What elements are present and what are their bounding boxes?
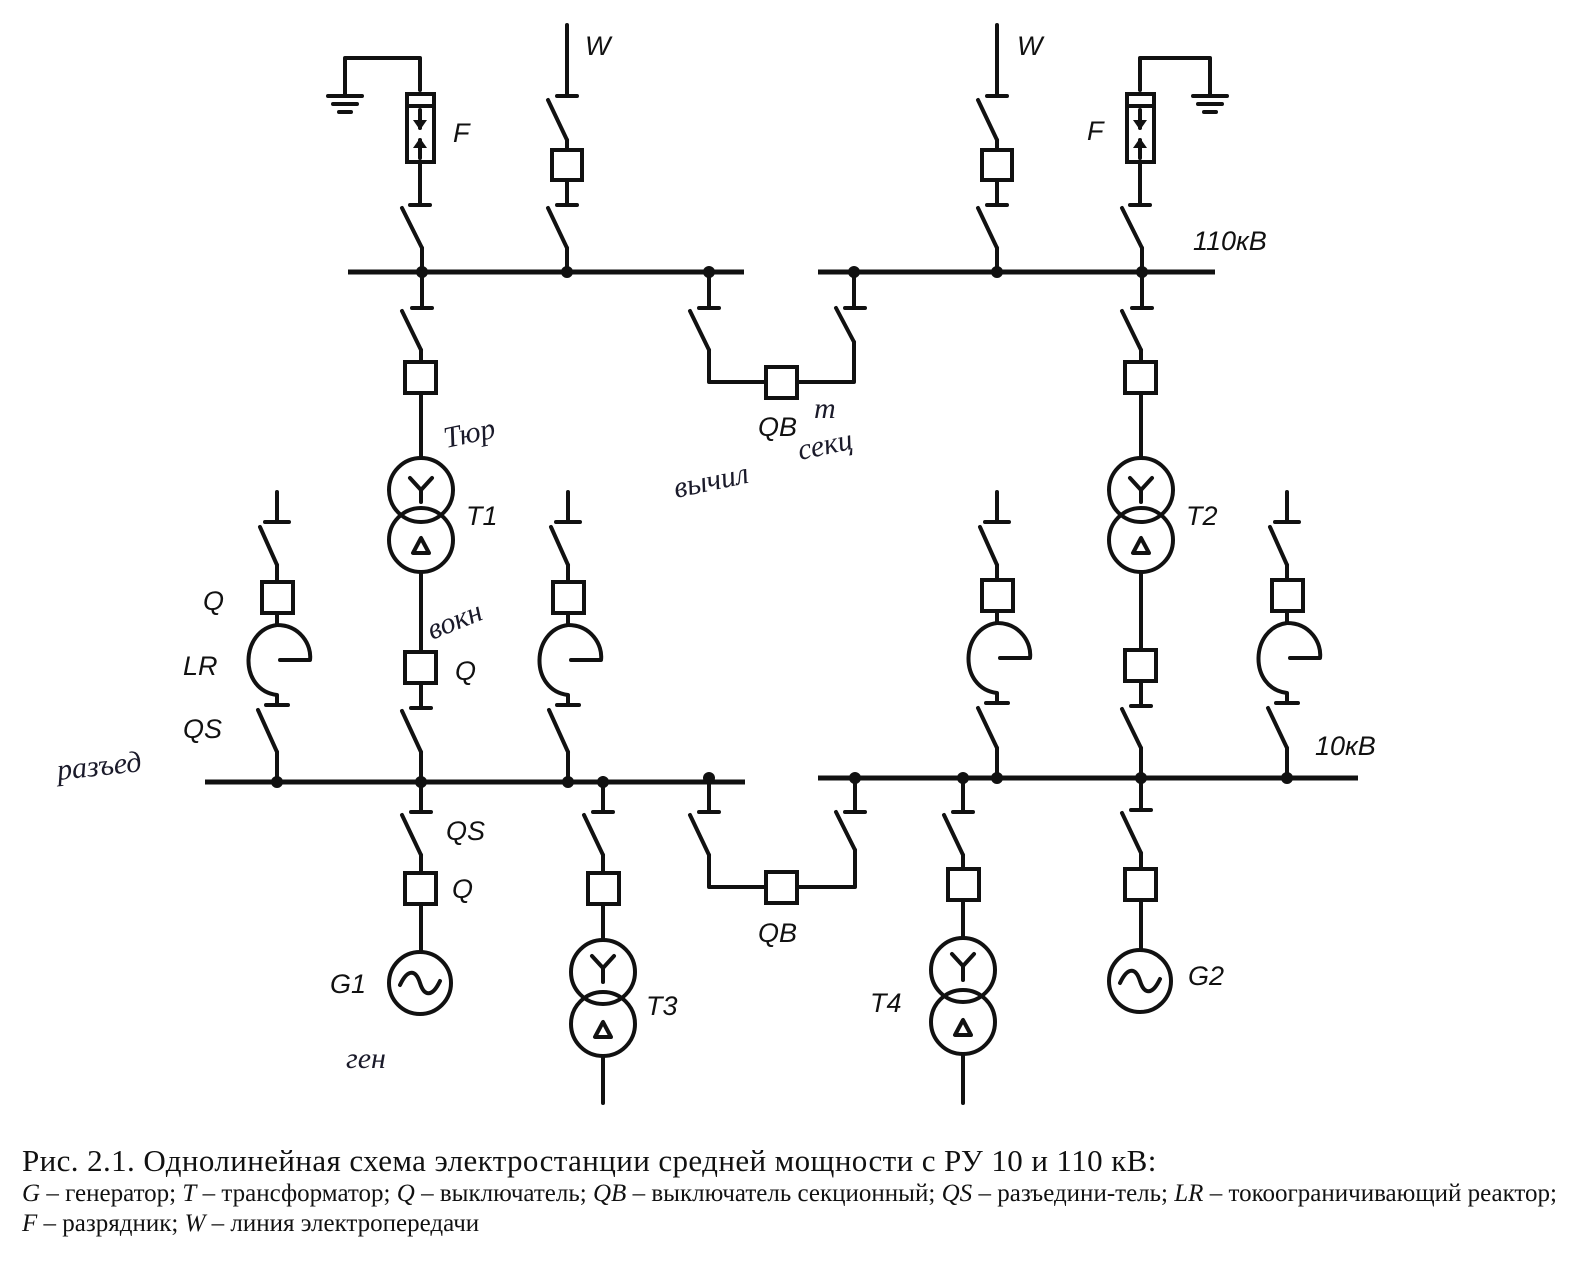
generator-g1-branch bbox=[387, 780, 453, 1016]
line-w-right bbox=[976, 23, 1014, 278]
reactor-feeder-1 bbox=[246, 490, 313, 788]
handwritten-t1-low-note: вокн bbox=[422, 595, 487, 647]
label-lr-feeder-1: LR bbox=[183, 651, 218, 681]
label-qs-feeder-1: QS bbox=[183, 714, 222, 744]
label-qb-10: QB bbox=[758, 918, 797, 948]
label-t1: T1 bbox=[466, 501, 498, 531]
section-breaker-qb-110 bbox=[688, 266, 867, 400]
legend-q-text: – выключатель; bbox=[414, 1180, 593, 1207]
legend-q-symbol: Q bbox=[396, 1180, 415, 1207]
legend-t-text: – трансформатор; bbox=[196, 1180, 397, 1207]
legend-f-text: – разрядник; bbox=[37, 1210, 185, 1237]
handwritten-qb-note-2: секц bbox=[795, 423, 856, 467]
reactor-feeder-2 bbox=[537, 490, 604, 788]
figure-caption: Рис. 2.1. Однолинейная схема электростан… bbox=[22, 1143, 1557, 1239]
label-bus-110kv: 110кВ bbox=[1193, 226, 1267, 256]
legend-qb-text: – выключатель секционный; bbox=[626, 1180, 942, 1207]
label-bus-10kv: 10кВ bbox=[1315, 731, 1376, 761]
handwritten-g1-note: ген bbox=[346, 1042, 386, 1075]
generator-g2-branch bbox=[1107, 776, 1173, 1014]
legend-t-symbol: T bbox=[182, 1180, 197, 1207]
arrester-right bbox=[1120, 56, 1229, 278]
label-w-left: W bbox=[585, 31, 613, 61]
label-q-t1: Q bbox=[455, 656, 476, 686]
transformer-t2-branch bbox=[1107, 270, 1175, 784]
label-t2: T2 bbox=[1186, 501, 1218, 531]
legend-w-text: – линия электропередачи bbox=[205, 1210, 480, 1237]
arrester-left bbox=[326, 56, 436, 278]
handwritten-qs-note: разъед bbox=[53, 745, 143, 787]
label-q-feeder-1: Q bbox=[203, 586, 224, 616]
legend-g-symbol: G bbox=[22, 1180, 41, 1207]
label-g1: G1 bbox=[330, 969, 366, 999]
handwritten-t1-note: Тюр bbox=[441, 412, 498, 455]
label-qb-110: QB bbox=[758, 412, 797, 442]
reactor-feeder-4 bbox=[1256, 490, 1323, 784]
legend-w-symbol: W bbox=[184, 1210, 206, 1237]
legend-qb-symbol: QB bbox=[592, 1180, 627, 1207]
legend-qs-text: – разъедини-тель; bbox=[972, 1180, 1175, 1207]
section-breaker-qb-10 bbox=[688, 772, 867, 905]
transformer-t4-branch bbox=[929, 772, 997, 1105]
label-g2: G2 bbox=[1188, 961, 1224, 991]
transformer-t3-branch bbox=[569, 776, 637, 1105]
label-q-g1: Q bbox=[452, 874, 473, 904]
line-w-left bbox=[546, 23, 584, 278]
legend-qs-symbol: QS bbox=[941, 1180, 973, 1207]
single-line-diagram: F W W bbox=[53, 23, 1376, 1105]
caption-legend: G – генератор; T – трансформатор; Q – вы… bbox=[22, 1179, 1557, 1239]
transformer-t1-branch bbox=[387, 270, 455, 788]
label-t3: T3 bbox=[646, 991, 678, 1021]
label-t4: T4 bbox=[870, 988, 902, 1018]
label-f-left: F bbox=[453, 118, 471, 148]
caption-title: Рис. 2.1. Однолинейная схема электростан… bbox=[22, 1143, 1157, 1178]
reactor-feeder-3 bbox=[966, 490, 1033, 784]
legend-f-symbol: F bbox=[22, 1210, 38, 1237]
label-f-right: F bbox=[1087, 116, 1105, 146]
label-qs-g1: QS bbox=[446, 816, 485, 846]
legend-lr-text: – токоограничивающий реактор; bbox=[1203, 1180, 1557, 1207]
legend-g-text: – генератор; bbox=[40, 1180, 183, 1207]
handwritten-qb-mark: т bbox=[814, 392, 836, 425]
handwritten-qb-note-1: вычил bbox=[671, 457, 752, 505]
legend-lr-symbol: LR bbox=[1174, 1180, 1204, 1207]
label-w-right: W bbox=[1017, 31, 1045, 61]
